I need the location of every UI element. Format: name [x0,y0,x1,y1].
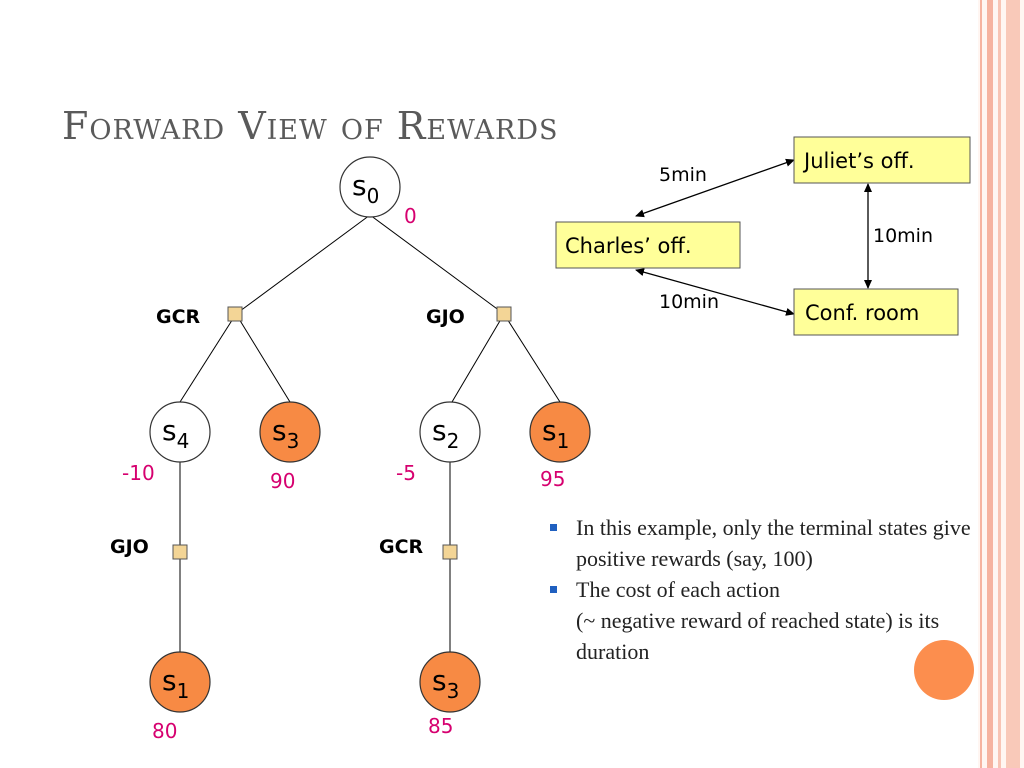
reward-label: -5 [396,461,416,485]
location-label: Conf. room [805,301,919,325]
node-label: s2 [432,414,459,453]
location-label: Juliet’s off. [802,149,915,173]
map-edge-charles-juliet [635,158,795,218]
action-box-gjo [496,306,512,322]
reward-label: 80 [152,719,177,743]
edge-duration-label: 10min [873,225,933,247]
action-box-gcr-lower [442,544,458,560]
edge-s0-gcr [235,214,371,315]
node-label: s3 [432,664,459,703]
terminal-node-s1 [529,401,591,463]
decorative-stripes [978,0,1024,768]
reward-label: -10 [122,461,155,485]
bullet-text: In this example, only the terminal state… [576,515,971,571]
edge-gjo-s1 [503,313,561,403]
bullet-item: In this example, only the terminal state… [550,512,982,574]
edge-gcr-s4 [179,313,237,403]
edge-gjo-s2 [451,313,505,403]
bullet-item: The cost of each action (~ negative rewa… [550,574,982,667]
state-node-s0 [339,156,401,218]
action-box-gcr [227,306,243,322]
location-box-juliet [793,136,971,184]
bullet-marker [550,524,557,531]
bullet-text: The cost of each action [576,577,781,602]
edge-gcr-s3 [235,313,291,403]
bullet-text-continuation: (~ negative reward of reached state) is … [576,608,940,664]
node-label: s0 [352,169,379,208]
bullet-marker [550,586,557,593]
terminal-node-s3-lower [419,651,481,713]
location-label: Charles’ off. [565,234,692,258]
node-label: s1 [542,414,569,453]
action-label: GCR [156,306,201,328]
node-label: s1 [162,664,189,703]
state-node-s4 [149,401,211,463]
node-label: s3 [272,414,299,453]
decorative-circle [914,640,974,700]
action-label: GJO [110,536,149,558]
action-label: GJO [426,306,465,328]
bullet-list: In this example, only the terminal state… [550,512,982,667]
reward-label: 85 [428,714,453,738]
reward-label: 0 [404,204,417,228]
map-edge-charles-conf [635,268,795,316]
state-node-s2 [419,401,481,463]
page-title: Forward View of Rewards [62,104,559,148]
reward-label: 90 [270,469,295,493]
action-boxes [172,306,512,560]
terminal-node-s1-lower [149,651,211,713]
terminal-node-s3 [259,401,321,463]
edge-duration-label: 10min [659,291,719,313]
action-label: GCR [379,536,424,558]
node-label: s4 [162,414,189,453]
reward-label: 95 [540,467,565,491]
tree-edges [179,214,561,652]
edge-duration-label: 5min [659,164,707,186]
action-box-gjo-lower [172,544,188,560]
edge-s0-gjo [369,214,505,315]
location-box-charles [555,221,741,269]
location-box-conf [793,288,959,336]
